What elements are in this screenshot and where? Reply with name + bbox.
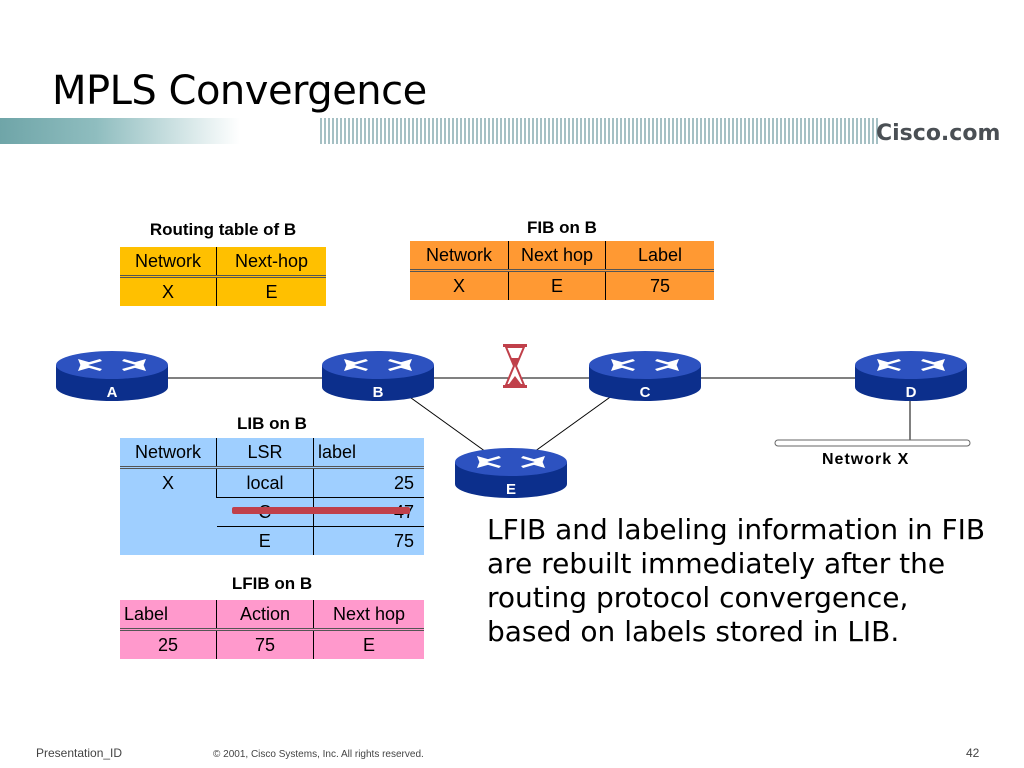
removed-entry-strikethrough	[232, 507, 410, 514]
table-row: E 75	[120, 526, 424, 555]
table-row: X local 25	[120, 467, 424, 498]
lfib-caption: LFIB on B	[231, 574, 313, 593]
lfib-cell-nexthop: E	[313, 629, 424, 659]
router-a-label: A	[107, 384, 118, 401]
router-d-icon: D	[855, 351, 967, 401]
network-x-segment	[774, 439, 971, 447]
router-c-icon: C	[589, 351, 701, 401]
hourglass-icon	[503, 344, 527, 388]
router-e-icon: E	[455, 448, 567, 498]
lib-caption: LIB on B	[237, 414, 307, 433]
router-b-label: B	[373, 384, 384, 401]
fib-cell-nexthop: E	[508, 270, 606, 300]
routing-table: Network Next-hop X E	[120, 247, 326, 306]
fib-table: Network Next hop Label X E 75	[410, 241, 714, 300]
router-d-label: D	[906, 384, 917, 401]
footer-presentation-id: Presentation_ID	[36, 746, 123, 760]
fib-caption: FIB on B	[527, 218, 597, 237]
fib-header-nexthop: Next hop	[508, 241, 606, 272]
lib-cell-lsr: local	[216, 467, 314, 498]
routing-cell-network: X	[161, 282, 174, 302]
lfib-cell-action: 75	[216, 629, 314, 659]
fib-cell-network: X	[452, 276, 465, 296]
lfib-table: Label Action Next hop 25 75 E	[120, 600, 424, 659]
lfib-header-nexthop: Next hop	[313, 600, 424, 631]
fib-cell-label: 75	[605, 270, 714, 300]
routing-header-network: Network	[120, 247, 217, 278]
network-x-label: Network X	[822, 451, 910, 468]
table-row: X E 75	[410, 270, 714, 300]
lib-cell-label: 75	[313, 526, 424, 555]
router-b-icon: B	[322, 351, 434, 401]
routing-table-caption: Routing table of B	[149, 220, 297, 239]
page-number: 42	[966, 746, 980, 760]
header-bar	[0, 118, 880, 144]
lib-header-lsr: LSR	[216, 438, 314, 469]
lib-cell-lsr: E	[258, 531, 271, 551]
lib-header-network: Network	[120, 438, 217, 469]
lfib-header-label: Label	[120, 600, 217, 631]
cisco-logo: Cisco.com	[876, 121, 1001, 146]
lib-table: Network LSR label X local 25 C 47 E 75	[120, 438, 424, 555]
routing-header-nexthop: Next-hop	[216, 247, 326, 278]
router-a-icon: A	[56, 351, 168, 401]
router-e-label: E	[506, 481, 516, 498]
lfib-cell-label: 25	[157, 635, 179, 655]
lib-header-label: label	[313, 438, 424, 469]
footer-copyright: © 2001, Cisco Systems, Inc. All rights r…	[213, 749, 424, 760]
table-row: X E	[120, 276, 326, 306]
routing-cell-nexthop: E	[216, 276, 326, 306]
lfib-header-action: Action	[216, 600, 314, 631]
lib-cell-label: 25	[313, 467, 424, 498]
lib-cell-network: X	[161, 473, 174, 493]
table-row: 25 75 E	[120, 629, 424, 659]
router-c-label: C	[640, 384, 651, 401]
fib-header-label: Label	[605, 241, 714, 272]
fib-header-network: Network	[410, 241, 509, 272]
slide-title: MPLS Convergence	[52, 68, 427, 114]
explanation-text: LFIB and labeling information in FIB are…	[487, 513, 986, 648]
